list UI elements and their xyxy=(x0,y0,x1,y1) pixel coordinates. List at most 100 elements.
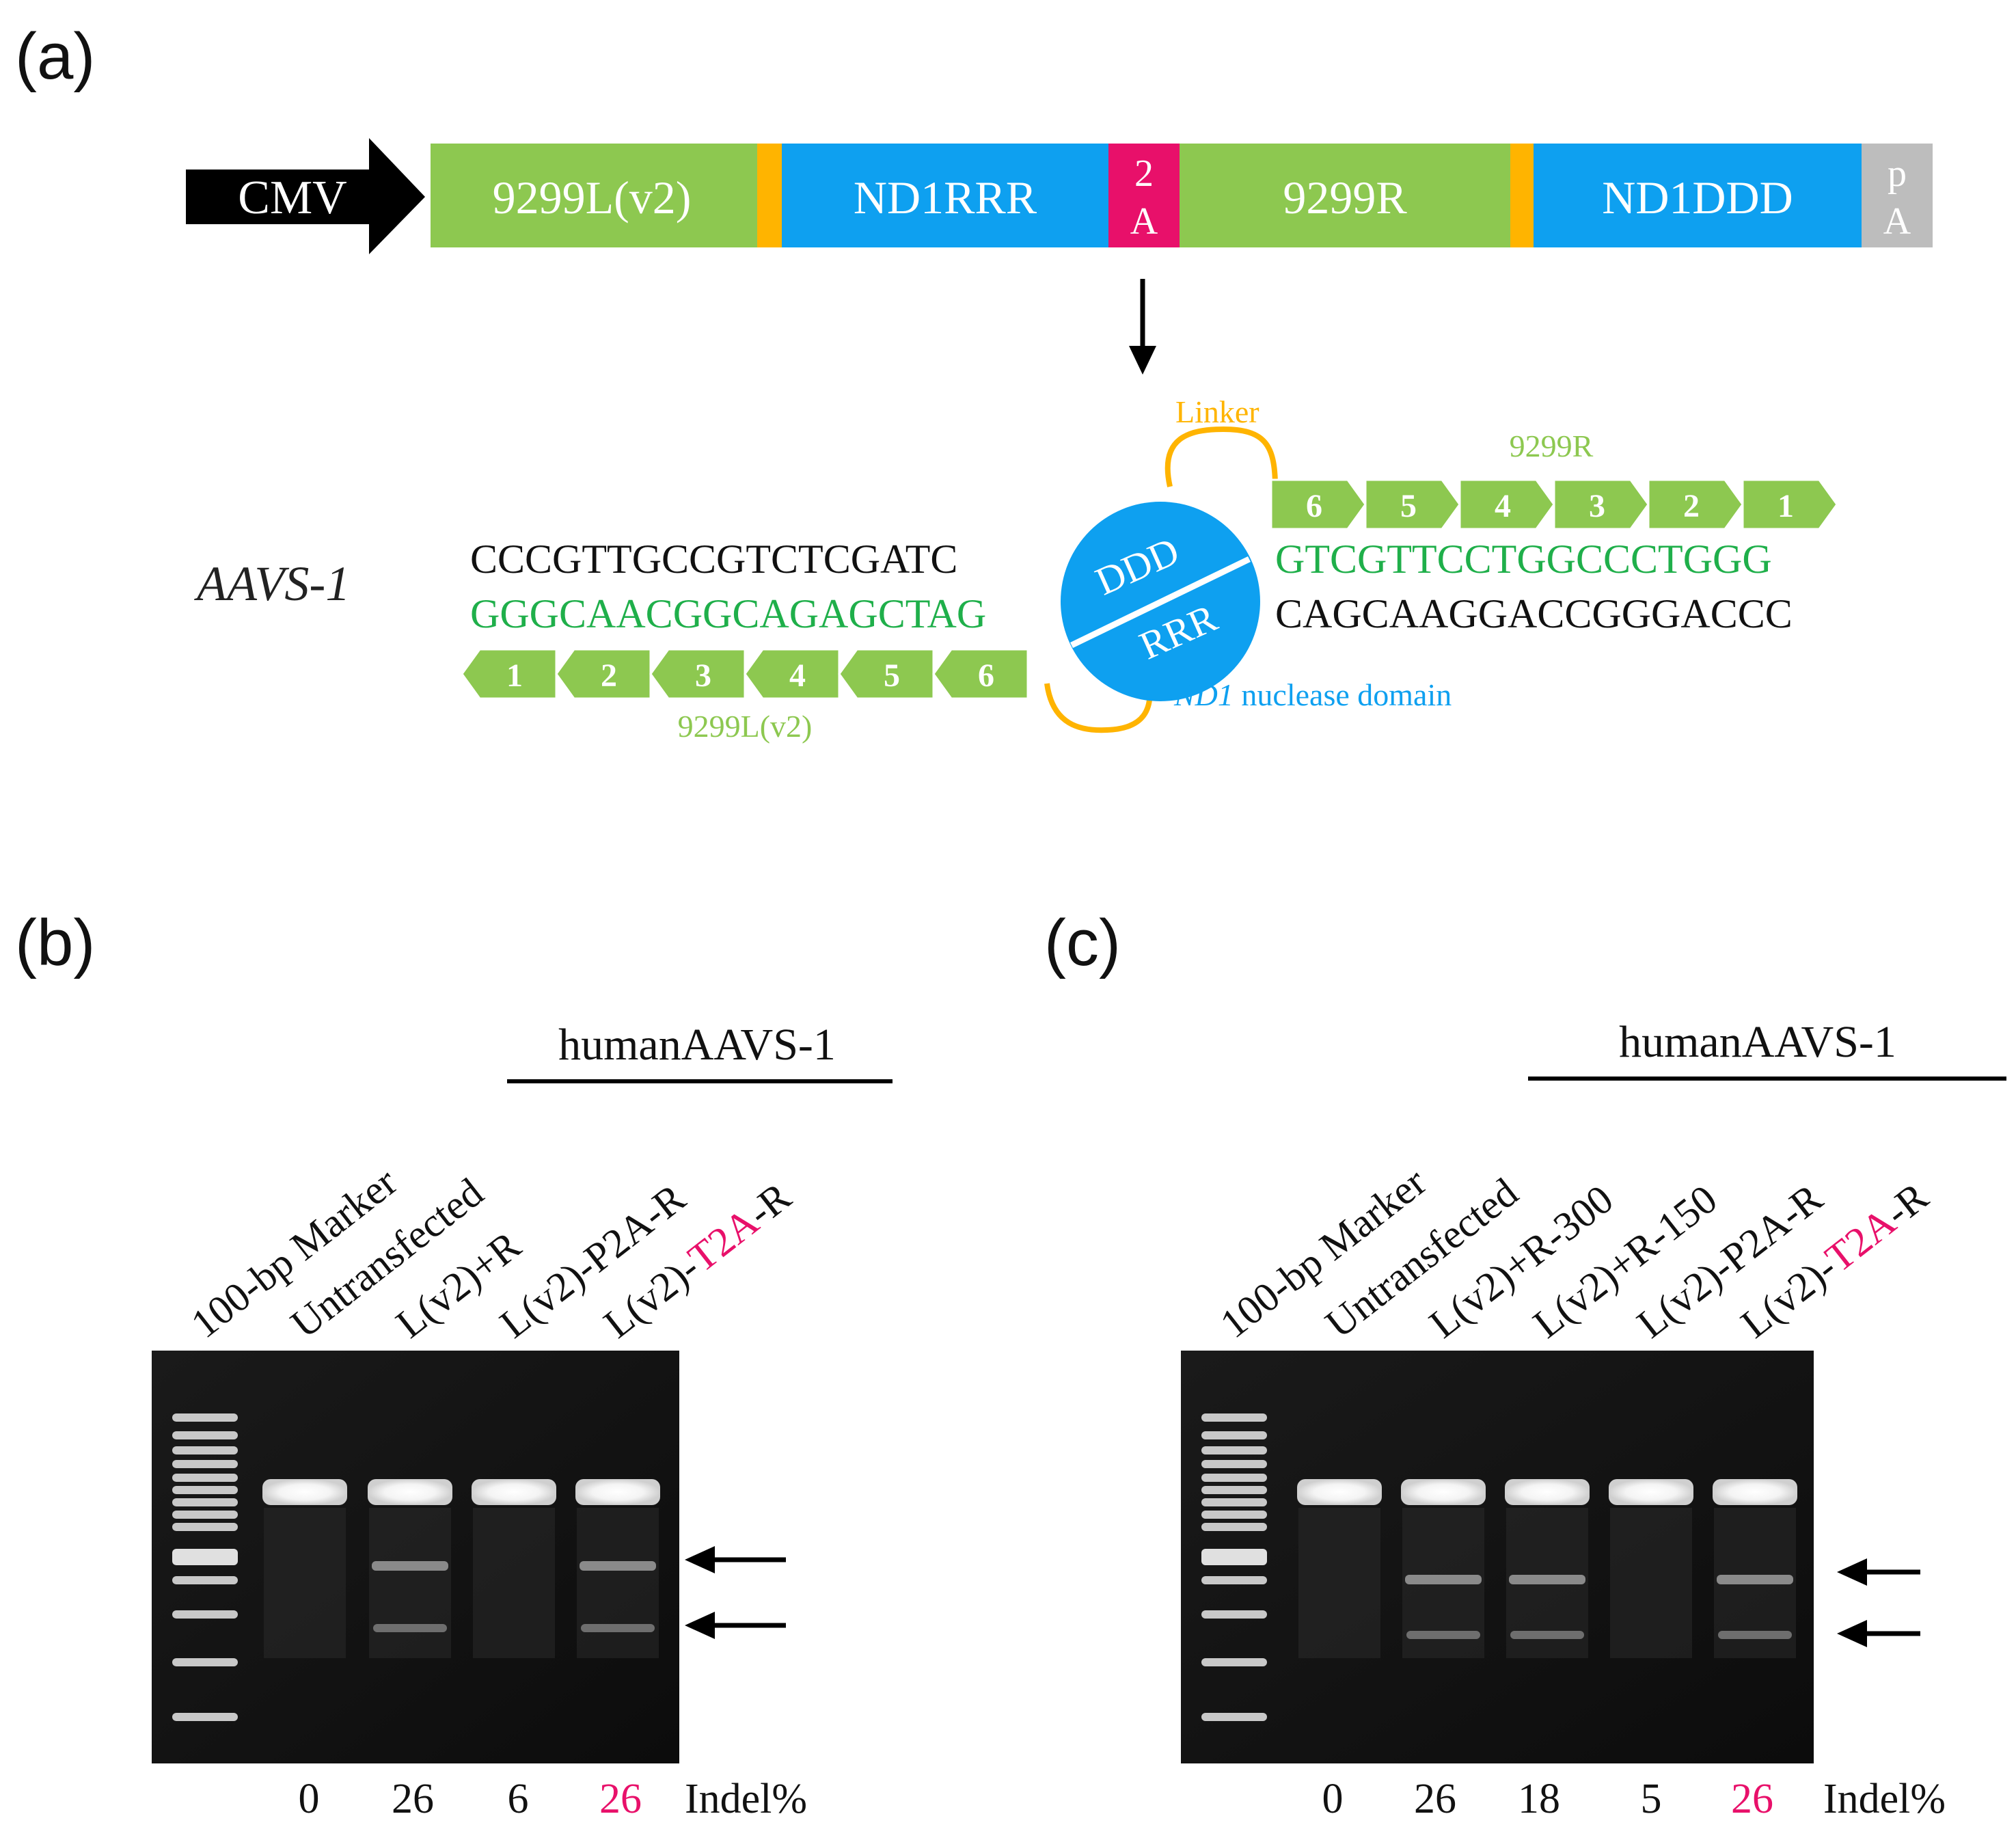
parent-band xyxy=(262,1479,347,1505)
panel-b-indel-values: 0 26 6 26 xyxy=(299,1776,642,1822)
gel-panel-c xyxy=(1181,1351,1814,1763)
repeat-number: 4 xyxy=(789,658,806,694)
panel-c-indel-1: 0 xyxy=(1322,1776,1344,1822)
ladder-band xyxy=(1201,1486,1267,1494)
segment-nd1rrr xyxy=(782,144,1108,247)
ladder-band xyxy=(1201,1658,1267,1666)
panel-c-indel-values: 0 26 18 5 26 xyxy=(1322,1776,1774,1822)
ladder-band xyxy=(1201,1549,1267,1565)
ladder-band xyxy=(172,1486,238,1494)
repeat-number: 5 xyxy=(884,658,900,694)
linker-label: Linker xyxy=(1175,394,1259,429)
panel-c-indel-4: 5 xyxy=(1641,1776,1662,1822)
construct-map: CMV 9299L(v2) ND1RRR 2 A 9299R ND1DDD p … xyxy=(186,138,1933,254)
repeat-unit: 4 xyxy=(744,648,841,700)
nuclease-domain-label: ND1 nuclease domain xyxy=(1173,677,1452,712)
cleavage-band xyxy=(1510,1631,1584,1639)
cleavage-band xyxy=(1509,1575,1585,1584)
panel-c-cleavage-arrows xyxy=(1837,1558,1920,1647)
cleavage-band xyxy=(1717,1575,1793,1584)
panel-c-group-label: humanAAVS-1 xyxy=(1619,1017,1896,1067)
gel-panel-b xyxy=(152,1351,679,1763)
right-tale-label: 9299R xyxy=(1510,429,1594,463)
segment-pa-bottom: A xyxy=(1883,200,1911,243)
ladder-band xyxy=(172,1498,238,1506)
down-arrow-icon xyxy=(1129,279,1156,375)
cleavage-band xyxy=(372,1561,448,1571)
ladder-band xyxy=(1201,1431,1267,1439)
ladder-band xyxy=(172,1413,238,1422)
lane-smear xyxy=(577,1508,659,1658)
top-sequence-left: CCCGTTGCCGTCTCGATC xyxy=(470,537,957,582)
repeat-unit: 5 xyxy=(838,648,935,700)
repeat-number: 3 xyxy=(1589,488,1605,524)
repeat-number: 4 xyxy=(1495,488,1511,524)
segment-nd1rrr-label: ND1RRR xyxy=(854,172,1037,224)
panel-b-indel-label: Indel% xyxy=(685,1776,807,1822)
segment-2a-bottom: A xyxy=(1130,200,1158,243)
arrow-left-icon xyxy=(685,1612,715,1639)
repeat-number: 2 xyxy=(1683,488,1700,524)
ladder-band xyxy=(172,1460,238,1468)
repeat-unit: 1 xyxy=(1741,478,1838,530)
panel-b-indel-3: 6 xyxy=(508,1776,529,1822)
ladder-band xyxy=(172,1474,238,1482)
ladder-band xyxy=(1201,1460,1267,1468)
ladder-band xyxy=(172,1511,238,1519)
segment-9299l-label: 9299L(v2) xyxy=(493,172,692,224)
ladder-band xyxy=(1201,1446,1267,1454)
segment-9299r-label: 9299R xyxy=(1283,172,1407,224)
parent-band xyxy=(1609,1479,1693,1505)
nuclease-dimer: DDD RRR xyxy=(1061,502,1260,701)
panel-c-lane-labels: 100-bp Marker Untransfected L(v2)+R-300 … xyxy=(1212,1159,1936,1347)
segment-nd1ddd xyxy=(1534,144,1862,247)
cleavage-band xyxy=(581,1624,655,1632)
ladder-band xyxy=(1201,1713,1267,1721)
panel-b-indel-1: 0 xyxy=(299,1776,320,1822)
segment-pa-top: p xyxy=(1888,152,1907,195)
repeat-number: 1 xyxy=(1777,488,1794,524)
bottom-sequence-right: CAGCAAGGACCGGGACCC xyxy=(1275,591,1793,636)
right-tale-repeats: 6 5 4 3 2 1 xyxy=(1270,478,1838,530)
repeat-number: 1 xyxy=(506,658,523,694)
repeat-unit: 5 xyxy=(1364,478,1461,530)
panel-c-indel-3: 18 xyxy=(1518,1776,1560,1822)
panel-b-indel-2: 26 xyxy=(392,1776,434,1822)
panel-c-indel-5: 26 xyxy=(1731,1776,1773,1822)
parent-band xyxy=(1297,1479,1382,1505)
arrow-left-icon xyxy=(1837,1620,1867,1647)
repeat-unit: 4 xyxy=(1458,478,1555,530)
repeat-unit: 6 xyxy=(932,648,1029,700)
ladder-band xyxy=(1201,1413,1267,1422)
ladder-band xyxy=(172,1549,238,1565)
cleavage-band xyxy=(580,1561,656,1571)
repeat-unit: 6 xyxy=(1270,478,1367,530)
left-tale-label: 9299L(v2) xyxy=(678,709,813,744)
repeat-number: 6 xyxy=(978,658,994,694)
locus-label: AAVS-1 xyxy=(194,556,350,611)
cleavage-band xyxy=(1406,1631,1480,1639)
ladder-band xyxy=(1201,1511,1267,1519)
repeat-number: 5 xyxy=(1400,488,1417,524)
ladder-band xyxy=(172,1713,238,1721)
lane-smear xyxy=(1298,1508,1380,1658)
segment-pa xyxy=(1862,144,1933,247)
ladder-band xyxy=(172,1610,238,1619)
parent-band xyxy=(472,1479,556,1505)
segment-9299l xyxy=(431,144,757,247)
linker-1 xyxy=(757,144,782,247)
parent-band xyxy=(575,1479,660,1505)
ladder-band xyxy=(172,1576,238,1584)
parent-band xyxy=(368,1479,452,1505)
panel-b-lane-labels: 100-bp Marker Untransfected L(v2)+R L(v2… xyxy=(182,1159,799,1347)
repeat-unit: 3 xyxy=(649,648,746,700)
cleavage-band xyxy=(1718,1631,1792,1639)
repeat-number: 6 xyxy=(1306,488,1322,524)
panel-b-group-label: humanAAVS-1 xyxy=(558,1020,836,1070)
repeat-number: 2 xyxy=(601,658,617,694)
parent-band xyxy=(1505,1479,1590,1505)
ladder-band xyxy=(172,1431,238,1439)
panel-c-indel-2: 26 xyxy=(1414,1776,1456,1822)
lane-smear xyxy=(1610,1508,1692,1658)
